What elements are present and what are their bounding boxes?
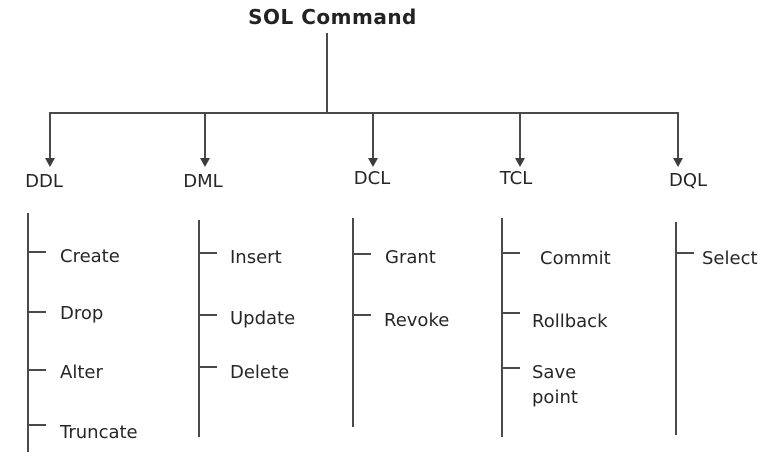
category-label-dml: DML bbox=[183, 171, 223, 192]
tick-ddl-truncate bbox=[29, 424, 46, 426]
tick-dml-delete bbox=[200, 366, 217, 368]
arrow-stem-dml bbox=[204, 112, 206, 159]
branch-line bbox=[49, 112, 679, 114]
item-label-alter: Alter bbox=[60, 362, 103, 383]
tick-dml-insert bbox=[200, 252, 217, 254]
item-label-commit: Commit bbox=[540, 248, 611, 269]
category-spine-dml bbox=[198, 220, 200, 437]
item-label-rollback: Rollback bbox=[532, 311, 608, 332]
item-label-update: Update bbox=[230, 308, 296, 329]
category-label-ddl: DDL bbox=[25, 171, 63, 192]
tick-dcl-grant bbox=[354, 253, 371, 255]
diagram-title: SOL Command bbox=[248, 5, 417, 29]
tick-dcl-revoke bbox=[354, 314, 371, 316]
arrowhead-dcl bbox=[368, 158, 378, 167]
item-label-savepoint: Save point bbox=[532, 362, 578, 408]
tick-ddl-alter bbox=[29, 369, 46, 371]
item-label-truncate: Truncate bbox=[60, 422, 138, 443]
arrowhead-tcl bbox=[515, 158, 525, 167]
category-spine-dql bbox=[675, 222, 677, 435]
category-spine-ddl bbox=[27, 213, 29, 452]
category-label-dql: DQL bbox=[668, 170, 708, 191]
category-label-dcl: DCL bbox=[353, 168, 391, 189]
item-label-insert: Insert bbox=[230, 247, 282, 268]
arrow-stem-dql bbox=[677, 112, 679, 159]
tick-dql-select bbox=[677, 252, 694, 254]
tick-ddl-drop bbox=[29, 311, 46, 313]
tick-tcl-savepoint bbox=[503, 367, 520, 369]
arrow-stem-ddl bbox=[49, 112, 51, 159]
item-label-grant: Grant bbox=[385, 247, 436, 268]
tick-tcl-rollback bbox=[503, 312, 520, 314]
trunk-line bbox=[326, 33, 328, 113]
arrow-stem-tcl bbox=[519, 112, 521, 159]
item-label-delete: Delete bbox=[230, 362, 290, 383]
item-label-create: Create bbox=[60, 246, 120, 267]
arrow-stem-dcl bbox=[372, 112, 374, 159]
category-label-tcl: TCL bbox=[499, 168, 533, 189]
item-label-drop: Drop bbox=[60, 303, 104, 324]
item-label-select: Select bbox=[702, 248, 758, 269]
tick-ddl-create bbox=[29, 251, 46, 253]
item-label-revoke: Revoke bbox=[384, 310, 450, 331]
arrowhead-dml bbox=[200, 158, 210, 167]
category-spine-tcl bbox=[501, 218, 503, 437]
arrowhead-dql bbox=[673, 158, 683, 167]
tick-tcl-commit bbox=[503, 252, 520, 254]
category-spine-dcl bbox=[352, 218, 354, 427]
tick-dml-update bbox=[200, 314, 217, 316]
arrowhead-ddl bbox=[45, 158, 55, 167]
